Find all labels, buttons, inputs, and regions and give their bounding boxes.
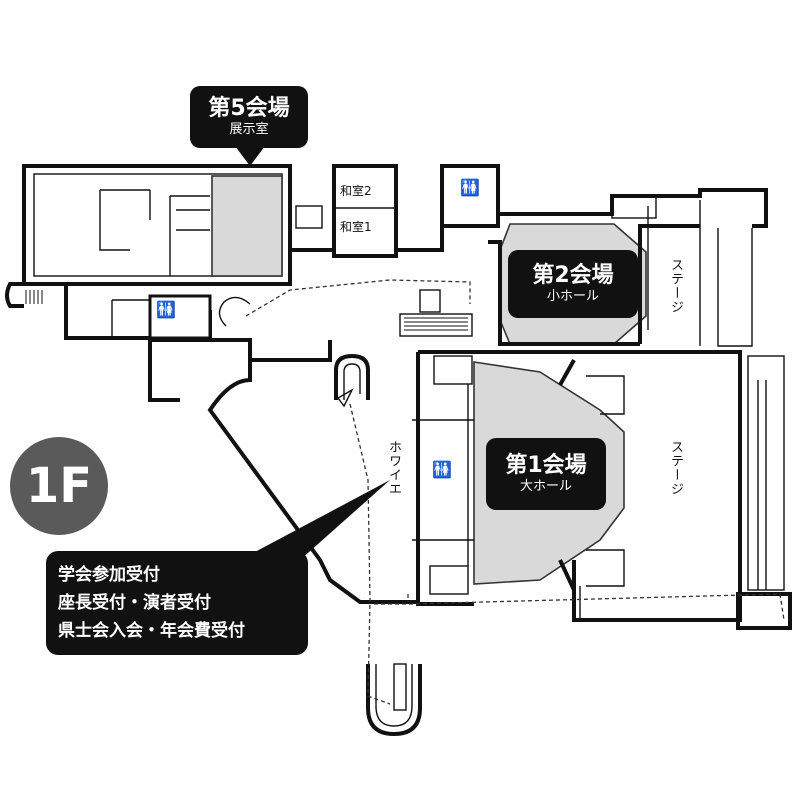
- reception-line-2: 座長受付・演者受付: [58, 593, 211, 613]
- venue1-title: 第1会場: [505, 453, 587, 478]
- stairs-exterior: [366, 663, 422, 737]
- spiral-stair: [334, 353, 370, 408]
- stairs-west: [25, 290, 43, 304]
- exhibition-room-area: [211, 175, 283, 277]
- reception-info: 学会参加受付 座長受付・演者受付 県士会入会・年会費受付: [46, 551, 308, 655]
- venue2-label: 第2会場 小ホール: [508, 250, 638, 318]
- route-lower: [349, 403, 785, 705]
- reception-line-3: 県士会入会・年会費受付: [58, 621, 245, 641]
- venue1-label: 第1会場 大ホール: [486, 438, 606, 510]
- foyer-label: ホワイエ: [386, 440, 401, 496]
- restroom-icon: 🚻: [432, 460, 452, 479]
- venue5-pointer: [235, 146, 265, 166]
- venue2-title: 第2会場: [532, 263, 614, 288]
- route-upper: [245, 279, 471, 317]
- reception-line-1: 学会参加受付: [58, 565, 160, 585]
- venue5-subtitle: 展示室: [229, 122, 269, 137]
- venue2-subtitle: 小ホール: [546, 289, 599, 304]
- restroom-icon: 🚻: [156, 300, 176, 319]
- stage-small-label: ステージ: [668, 258, 683, 314]
- venue1-subtitle: 大ホール: [519, 479, 572, 494]
- stage-large-label: ステージ: [668, 440, 683, 496]
- restroom-icon: 🚻: [460, 178, 480, 197]
- spiral-west: [218, 296, 251, 327]
- reception-pointer: [240, 480, 390, 560]
- venue5-title: 第5会場: [208, 96, 290, 121]
- venue5-label: 第5会場 展示室: [190, 86, 308, 148]
- stairs-center: [399, 289, 473, 337]
- washitsu-block: [295, 164, 398, 258]
- main-corridor: [150, 188, 768, 604]
- restroom-block-top: [440, 164, 500, 228]
- washitsu1-label: 和室1: [340, 220, 372, 234]
- washitsu2-label: 和室2: [340, 184, 372, 198]
- restroom-block-west: [148, 294, 212, 340]
- floor-badge: 1F: [10, 437, 108, 535]
